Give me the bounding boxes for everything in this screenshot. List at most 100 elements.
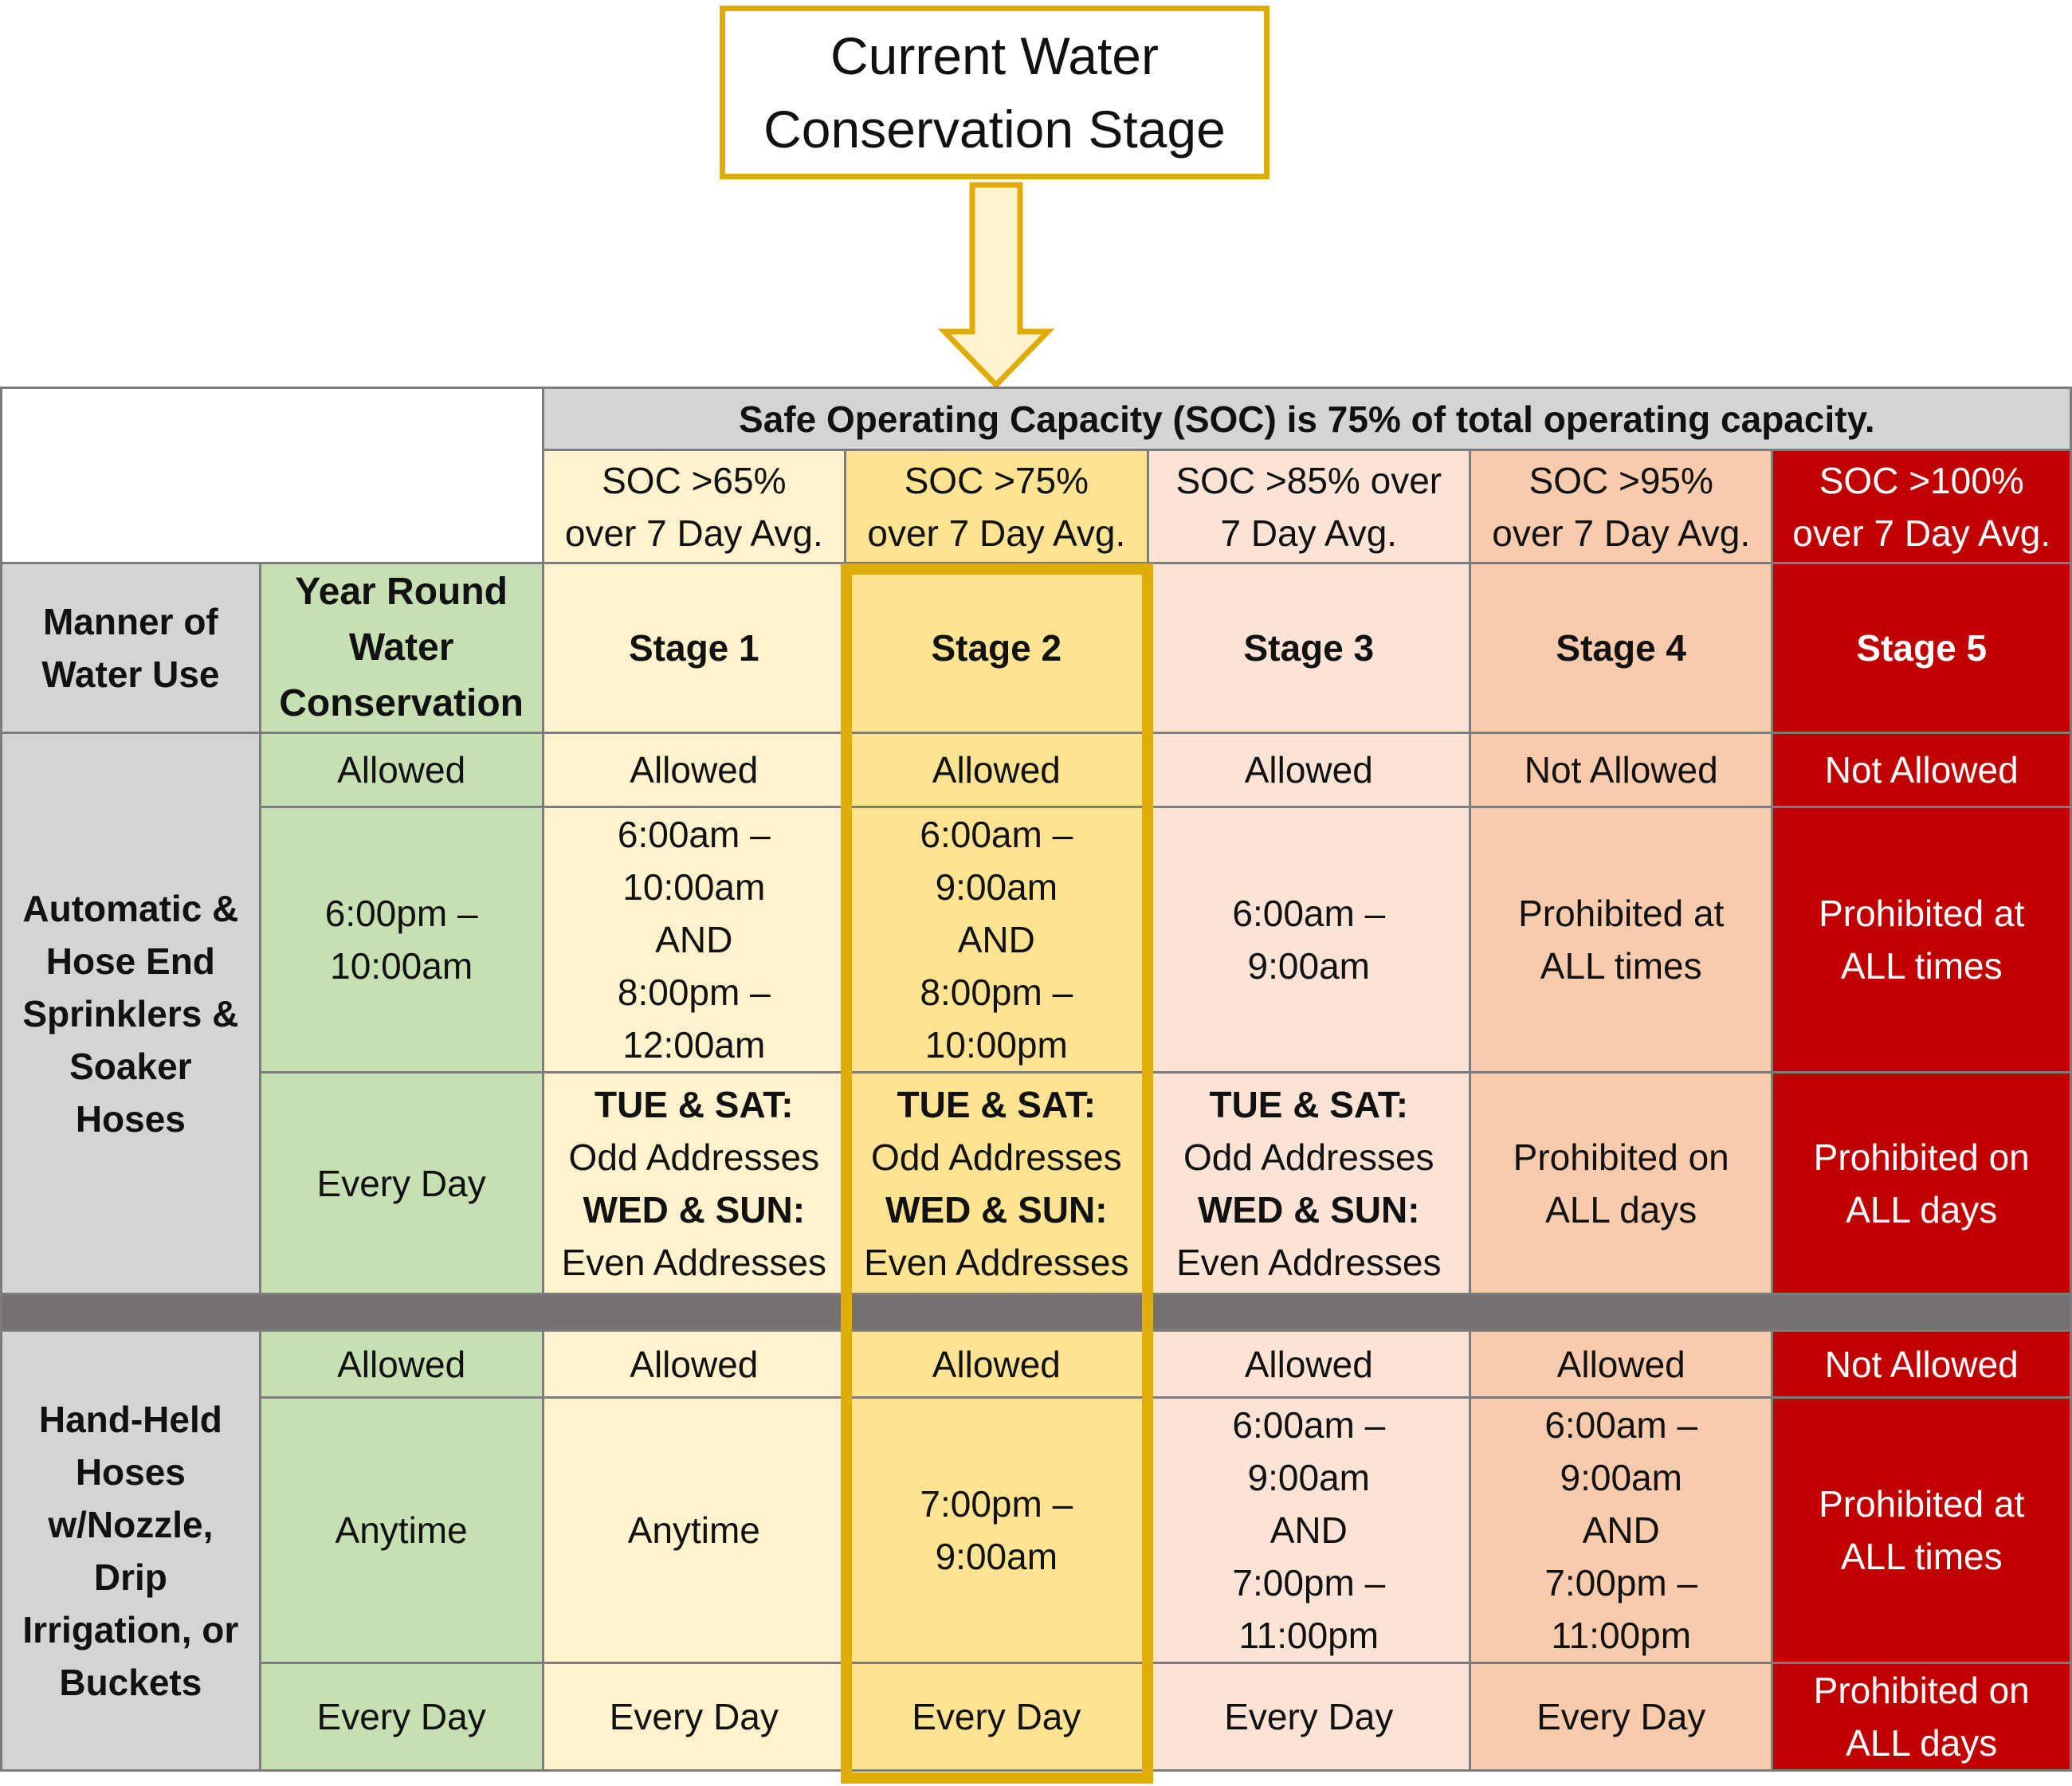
sprinkler-allowed-year: Allowed — [258, 732, 544, 808]
cell-line: 9:00am — [935, 866, 1058, 908]
cell-line: Even Addresses — [561, 1241, 827, 1283]
threshold-stage-1: SOC >65% over 7 Day Avg. — [541, 449, 847, 564]
sprinkler-allowed-s2: Allowed — [844, 732, 1149, 808]
callout-line-1: Current Water — [830, 26, 1159, 85]
handheld-days-s1: Every Day — [541, 1662, 847, 1772]
callout-line-2: Conservation Stage — [763, 100, 1226, 159]
cell-line: AND — [1269, 1509, 1348, 1551]
handheld-allowed-s1: Allowed — [541, 1329, 847, 1399]
down-arrow-icon — [937, 182, 1055, 389]
current-stage-callout: Current Water Conservation Stage — [720, 6, 1269, 179]
soc-note: Safe Operating Capacity (SOC) is 75% of … — [541, 387, 2072, 451]
category-sprinklers: Automatic & Hose End Sprinklers & Soaker… — [0, 732, 261, 1295]
stage-1-header: Stage 1 — [541, 562, 847, 734]
handheld-allowed-year: Allowed — [258, 1329, 544, 1399]
sprinkler-hours-s3: 6:00am –9:00am — [1146, 806, 1471, 1074]
cell-line: Prohibited on — [1813, 1136, 2030, 1178]
handheld-hours-s1: Anytime — [541, 1396, 847, 1664]
sprinkler-allowed-s1: Allowed — [541, 732, 847, 808]
water-use-table-wrap: Safe Operating Capacity (SOC) is 75% of … — [0, 387, 2072, 1772]
cell-line: 10:00am — [622, 866, 766, 908]
cell-line: ALL days — [1846, 1188, 1998, 1231]
cell-line: WED & SUN: — [1198, 1188, 1420, 1231]
cell-line: 8:00pm – — [920, 972, 1073, 1013]
threshold-stage-3: SOC >85% over 7 Day Avg. — [1146, 449, 1471, 564]
cell-line: 6:00am – — [1544, 1404, 1698, 1446]
header-line: Water — [348, 626, 454, 669]
threshold-line: SOC >85% over — [1175, 459, 1442, 501]
threshold-line: over 7 Day Avg. — [867, 512, 1126, 554]
category-line: Buckets — [59, 1661, 202, 1703]
cell-line: TUE & SAT: — [595, 1083, 794, 1125]
cell-line: 6:00pm – — [324, 893, 478, 934]
handheld-days-s3: Every Day — [1146, 1662, 1471, 1772]
threshold-line: SOC >65% — [602, 459, 787, 501]
cell-line: 10:00am — [330, 945, 473, 987]
water-conservation-table: Safe Operating Capacity (SOC) is 75% of … — [0, 387, 2072, 1772]
cell-line: 10:00pm — [924, 1024, 1068, 1066]
cell-line: AND — [1582, 1509, 1660, 1551]
cell-line: 6:00am – — [617, 814, 771, 855]
threshold-line: over 7 Day Avg. — [564, 512, 823, 554]
stage-2-header: Stage 2 — [844, 562, 1149, 734]
handheld-days-year: Every Day — [258, 1662, 544, 1772]
cell-line: 12:00am — [622, 1024, 766, 1066]
handheld-allowed-s5: Not Allowed — [1771, 1329, 2072, 1399]
cell-line: Prohibited on — [1513, 1136, 1729, 1178]
cell-line: 11:00pm — [1238, 1615, 1379, 1656]
handheld-hours-year: Anytime — [258, 1396, 544, 1664]
category-line: Irrigation, or — [22, 1608, 239, 1651]
cell-line: 9:00am — [1247, 945, 1370, 987]
cell-line: Odd Addresses — [568, 1136, 820, 1178]
blank-corner — [0, 387, 544, 564]
cell-line: TUE & SAT: — [1209, 1083, 1409, 1125]
threshold-line: SOC >75% — [904, 459, 1089, 501]
threshold-line: 7 Day Avg. — [1220, 512, 1398, 554]
cell-line: 8:00pm – — [617, 972, 771, 1013]
separator-bar — [0, 1293, 2072, 1332]
cell-line: Odd Addresses — [1183, 1136, 1434, 1178]
cell-line: 6:00am – — [920, 814, 1073, 855]
cell-line: TUE & SAT: — [897, 1083, 1097, 1125]
threshold-line: over 7 Day Avg. — [1492, 512, 1751, 554]
cell-line: ALL times — [1540, 945, 1702, 987]
cell-line: 7:00pm – — [1544, 1562, 1698, 1603]
cell-line: Odd Addresses — [871, 1136, 1122, 1178]
category-line: Hand-Held — [38, 1398, 222, 1440]
category-line: w/Nozzle, — [48, 1503, 214, 1545]
cell-line: Even Addresses — [1176, 1241, 1442, 1283]
header-line: Manner of — [42, 601, 218, 642]
threshold-stage-5: SOC >100% over 7 Day Avg. — [1771, 449, 2072, 564]
handheld-days-s4: Every Day — [1468, 1662, 1774, 1772]
cell-line: 9:00am — [1247, 1457, 1370, 1498]
cell-line: AND — [655, 919, 733, 960]
cell-line: ALL times — [1840, 945, 2003, 987]
stage-5-header: Stage 5 — [1771, 562, 2072, 734]
header-line: Water Use — [41, 654, 220, 695]
handheld-hours-s2: 7:00pm –9:00am — [844, 1396, 1149, 1664]
handheld-allowed-s2: Allowed — [844, 1329, 1149, 1399]
cell-line: WED & SUN: — [583, 1188, 806, 1231]
category-line: Sprinklers & — [22, 992, 239, 1034]
cell-line: 9:00am — [1560, 1457, 1682, 1498]
cell-line: 7:00pm – — [1232, 1562, 1386, 1603]
header-line: Year Round — [295, 571, 508, 613]
sprinkler-allowed-s5: Not Allowed — [1771, 732, 2072, 808]
category-line: Automatic & — [22, 887, 239, 929]
threshold-stage-2: SOC >75% over 7 Day Avg. — [844, 449, 1149, 564]
threshold-line: over 7 Day Avg. — [1792, 512, 2051, 554]
cell-line: 6:00am – — [1232, 1404, 1386, 1446]
cell-line: Prohibited at — [1819, 1483, 2025, 1525]
category-line: Soaker — [69, 1045, 192, 1087]
sprinkler-days-year: Every Day — [258, 1071, 544, 1295]
threshold-line: SOC >100% — [1819, 459, 2024, 501]
cell-line: Even Addresses — [864, 1241, 1129, 1283]
